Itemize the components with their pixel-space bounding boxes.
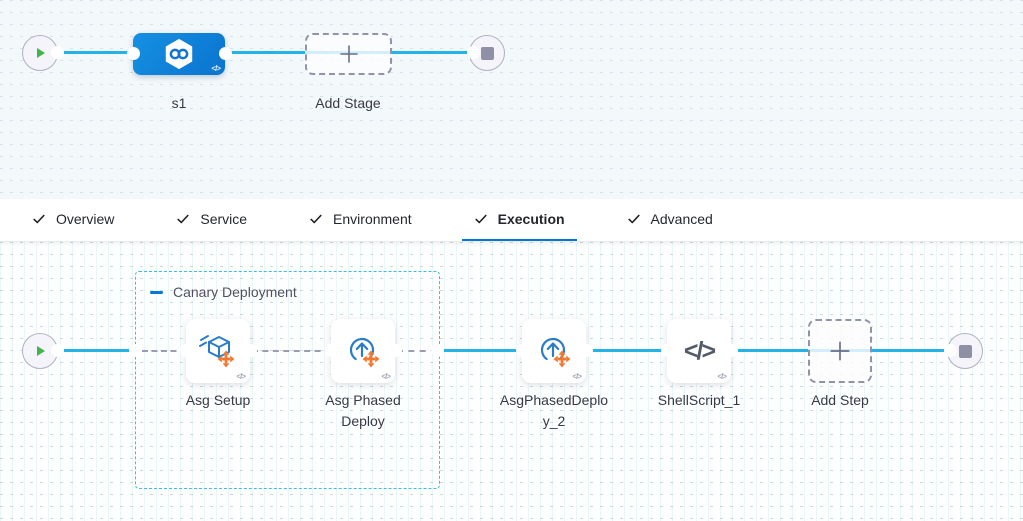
add-stage-button[interactable] <box>305 33 392 75</box>
tab-label: Environment <box>333 211 412 227</box>
tab-service[interactable]: Service <box>164 199 259 241</box>
asg-phased-out-port[interactable] <box>389 344 402 357</box>
stop-square-icon <box>958 344 972 358</box>
code-icon: </> <box>381 372 391 381</box>
stage-node-s1[interactable]: </> <box>133 33 225 75</box>
shell-in-port[interactable] <box>661 344 674 357</box>
checkmark-icon <box>627 214 640 224</box>
checkmark-icon <box>475 214 487 224</box>
stage-out-port[interactable] <box>219 47 232 60</box>
stage-tab-bar: Overview Service Environment Execution A… <box>0 199 1023 242</box>
step-label: ShellScript_1 <box>657 392 741 408</box>
code-icon: </> <box>572 372 582 381</box>
stage-label: s1 <box>171 95 187 111</box>
edge-asgsetup-to-asgphased <box>252 350 331 352</box>
edge-group-to-asgsetup <box>142 350 186 352</box>
execution-end-node <box>947 333 983 369</box>
start-out-port[interactable] <box>51 46 64 59</box>
add-step-label: Add Step <box>811 392 869 408</box>
asg-phased-in-port[interactable] <box>325 344 338 357</box>
shell-out-port[interactable] <box>725 344 738 357</box>
stage-connector-line <box>40 51 487 54</box>
code-icon: </> <box>683 336 716 365</box>
tab-label: Execution <box>497 211 565 227</box>
tab-advanced[interactable]: Advanced <box>615 199 725 241</box>
step-node-shellscript-1[interactable]: </> </> <box>667 319 731 383</box>
code-icon: </> <box>236 372 246 381</box>
step-node-asg-setup[interactable]: </> <box>186 319 250 383</box>
checkmark-icon <box>33 214 45 224</box>
tab-label: Service <box>200 211 248 227</box>
tab-overview[interactable]: Overview <box>20 199 126 241</box>
tab-environment[interactable]: Environment <box>297 199 424 241</box>
exec-end-in-port[interactable] <box>944 344 957 357</box>
stage-graph-canvas: </> s1 Add Stage <box>0 0 1023 199</box>
edge-asgphased-to-groupedge <box>397 350 437 352</box>
step-group-canary-deployment[interactable]: Canary Deployment <box>135 271 440 489</box>
stage-in-port[interactable] <box>127 47 140 60</box>
cd-infinity-hexagon-icon <box>165 38 193 70</box>
play-icon <box>37 48 45 58</box>
edge-asgphased2-to-shell <box>588 349 667 352</box>
asg-setup-in-port[interactable] <box>180 344 193 357</box>
tab-label: Advanced <box>650 211 713 227</box>
stop-square-icon <box>480 46 494 60</box>
execution-graph-canvas: Canary Deployment <box>0 242 1023 521</box>
checkmark-icon <box>310 214 322 224</box>
step-node-asg-phased-deploy-2[interactable]: </> <box>522 319 586 383</box>
asg-setup-out-port[interactable] <box>244 344 257 357</box>
plus-icon <box>339 45 358 63</box>
end-in-port[interactable] <box>467 46 480 59</box>
play-icon <box>37 346 45 356</box>
group-in-port[interactable] <box>129 344 142 357</box>
group-out-port[interactable] <box>431 344 444 357</box>
step-label: Asg Phased Deploy <box>325 392 401 429</box>
tab-execution[interactable]: Execution <box>461 199 577 241</box>
asg-phased2-in-port[interactable] <box>516 344 529 357</box>
plus-icon <box>830 341 850 361</box>
circular-up-arrow-icon <box>540 337 571 368</box>
edge-group-to-asgphased2 <box>437 349 522 352</box>
add-step-button[interactable] <box>808 319 872 383</box>
step-group-label: Canary Deployment <box>173 284 297 300</box>
collapse-group-minus-icon[interactable] <box>150 290 163 294</box>
tab-label: Overview <box>56 211 115 227</box>
code-icon: </> <box>717 372 727 381</box>
code-icon: </> <box>211 64 221 73</box>
exec-start-out-port[interactable] <box>51 344 64 357</box>
step-label: Asg Setup <box>185 392 251 408</box>
checkmark-icon <box>177 214 189 224</box>
edge-start-to-group <box>40 349 137 352</box>
add-stage-label: Add Stage <box>315 95 381 111</box>
asg-phased2-out-port[interactable] <box>580 344 593 357</box>
step-label: AsgPhasedDeploy_2 <box>499 392 609 429</box>
step-node-asg-phased-deploy[interactable]: </> <box>331 319 395 383</box>
cube-launch-icon <box>199 335 235 368</box>
circular-up-arrow-icon <box>349 337 380 368</box>
